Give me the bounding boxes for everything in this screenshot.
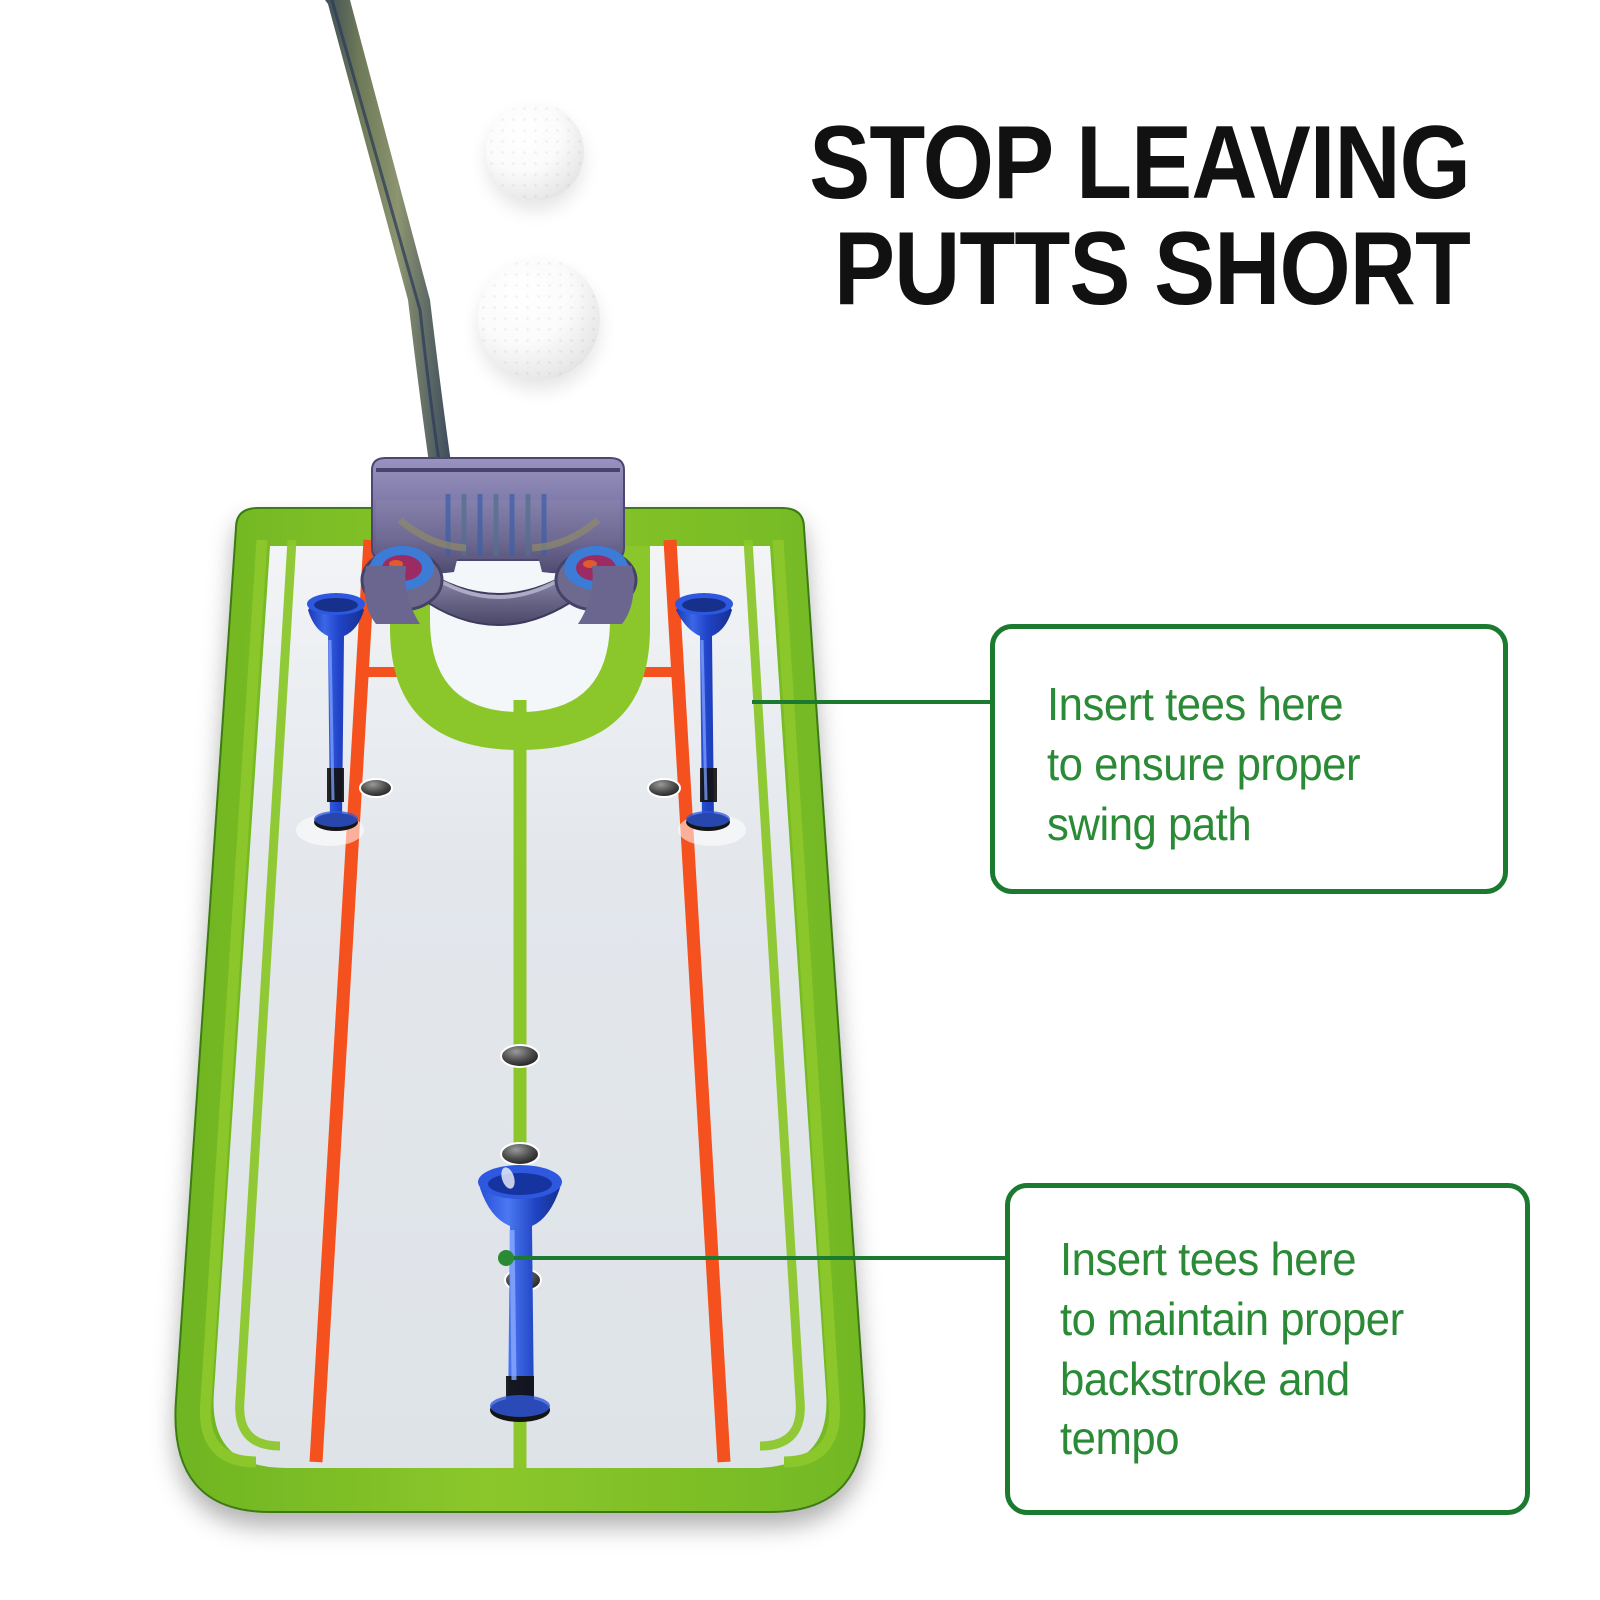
callout-leader-line [505, 1256, 1007, 1260]
putter-icon [280, 0, 700, 640]
callout-line: Insert tees here [1047, 678, 1344, 730]
golf-tee-icon [307, 593, 365, 831]
callout-swing-path: Insert tees here to ensure proper swing … [990, 624, 1508, 894]
putting-mat-icon [140, 500, 900, 1560]
callout-line: Insert tees here [1060, 1233, 1357, 1285]
callout-backstroke-tempo: Insert tees here to maintain proper back… [1005, 1183, 1530, 1515]
golf-ball-icon [478, 258, 600, 380]
golf-tee-icon [675, 593, 733, 831]
headline-line-1: STOP LEAVING [809, 105, 1471, 221]
callout-line: swing path [1047, 797, 1252, 850]
page-title: STOP LEAVING PUTTS SHORT [748, 105, 1471, 328]
callout-line: tempo [1060, 1412, 1180, 1465]
callout-line: backstroke and [1060, 1352, 1350, 1405]
golf-ball-icon [486, 103, 584, 201]
callout-anchor-dot [498, 1250, 514, 1266]
callout-leader-line [752, 700, 992, 704]
headline-line-2: PUTTS SHORT [833, 211, 1471, 328]
callout-line: to ensure proper [1047, 737, 1361, 790]
callout-line: to maintain proper [1060, 1292, 1404, 1345]
